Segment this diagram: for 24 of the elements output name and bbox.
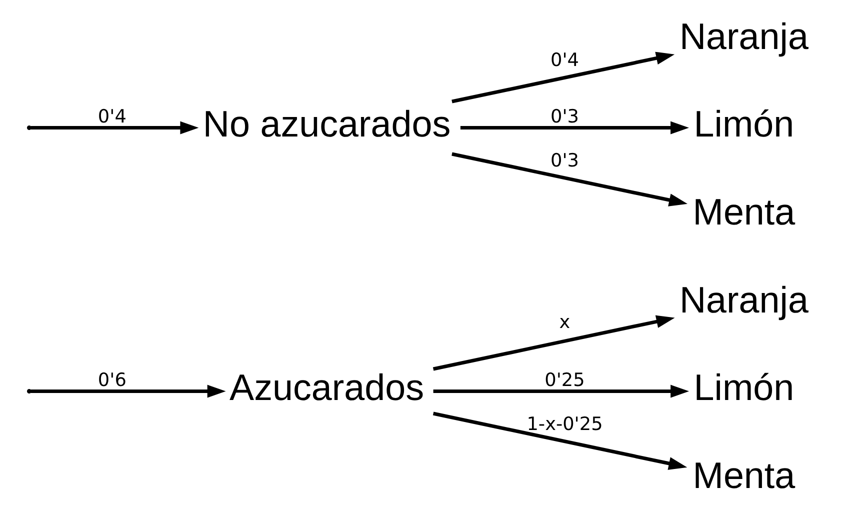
arrow (452, 152, 688, 206)
arrow (30, 384, 226, 398)
edge-label: 0'4 (550, 50, 580, 71)
edge-label: 0'25 (544, 370, 585, 392)
arrow (432, 412, 688, 470)
node-text: Limón (694, 104, 794, 145)
arrow (432, 315, 675, 371)
edge-label: 0'6 (98, 370, 126, 392)
node-text: Limón (694, 367, 794, 408)
arrow (433, 384, 690, 398)
edge-label: 1-x-0'25 (526, 414, 603, 436)
edge-label: 0'4 (98, 106, 126, 128)
node-text: Menta (692, 192, 796, 233)
arrow (452, 52, 675, 104)
node-text: Naranja (679, 16, 808, 57)
edge-label: x (559, 312, 570, 334)
edge-label: 0'3 (550, 150, 580, 172)
arrow (30, 121, 199, 134)
node-text: Naranja (679, 279, 808, 320)
edge-label: 0'3 (550, 106, 580, 128)
node-text: Azucarados (230, 367, 424, 408)
node-text: Menta (692, 454, 796, 496)
arrow (460, 121, 689, 134)
node-text: No azucarados (202, 104, 451, 145)
